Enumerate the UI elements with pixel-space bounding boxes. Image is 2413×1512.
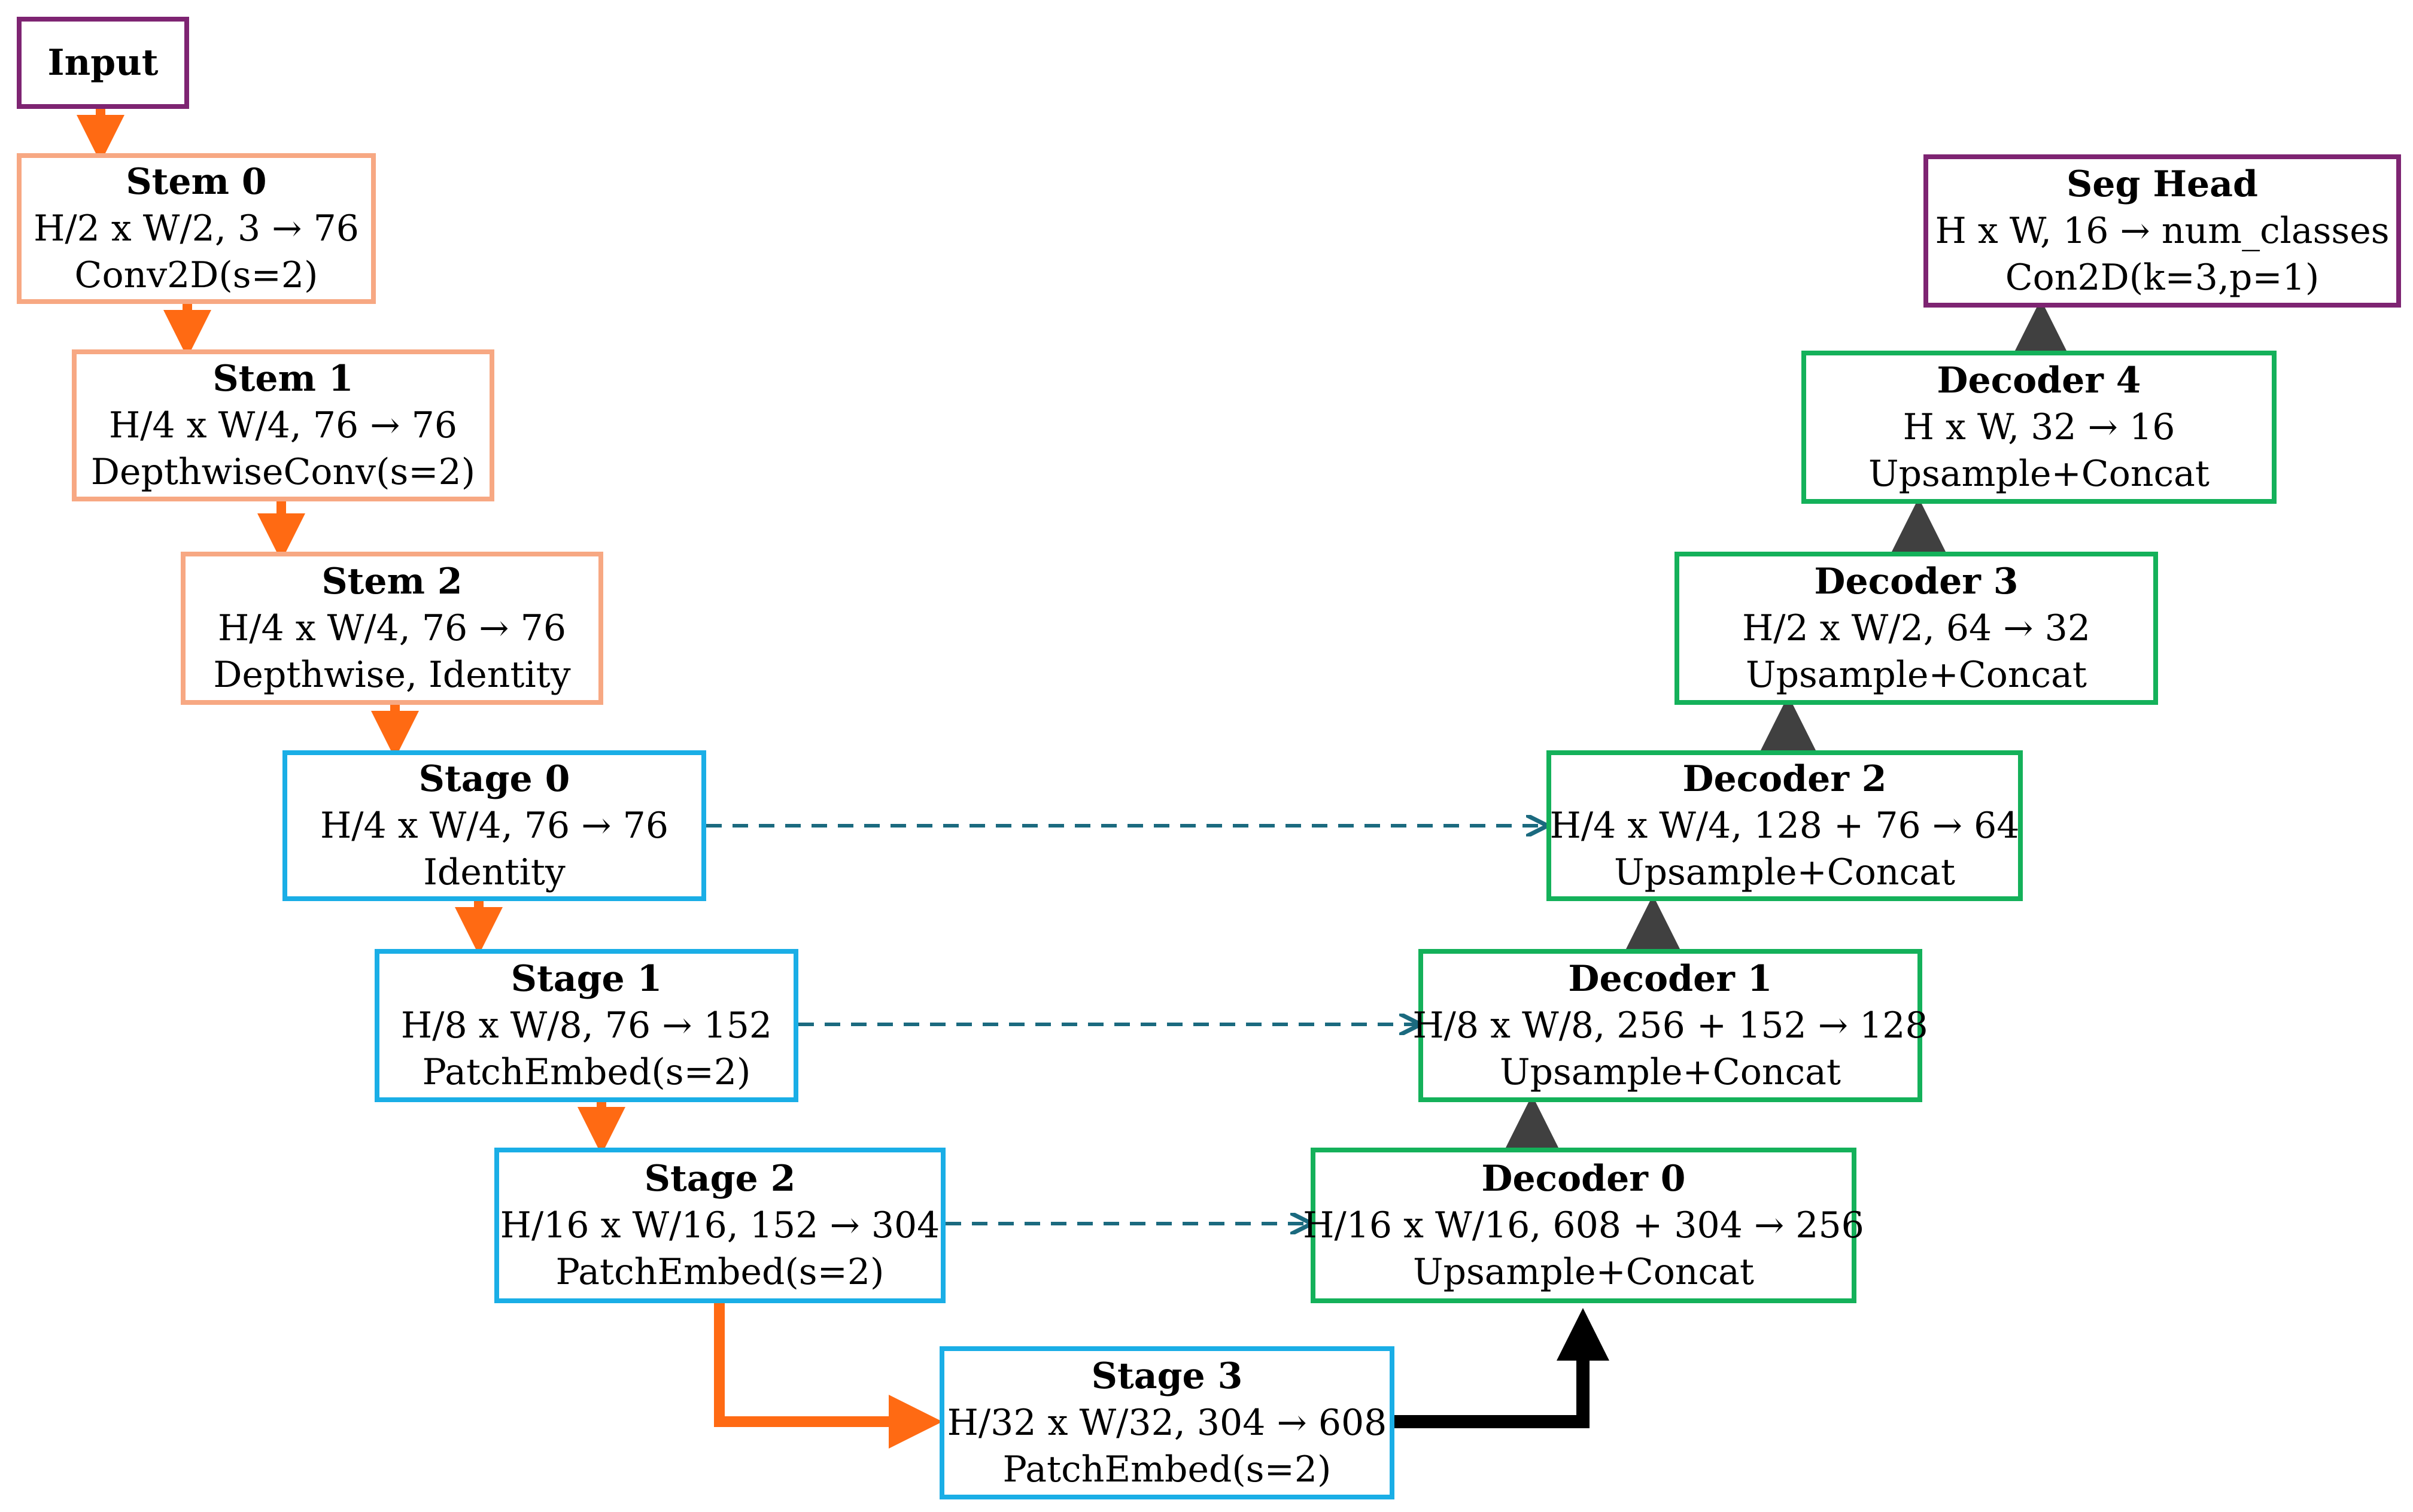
stage0-op: Identity bbox=[423, 851, 566, 893]
decoder3-shape: H/2 x W/2, 64 → 32 bbox=[1742, 607, 2090, 649]
decoder4-title: Decoder 4 bbox=[1937, 360, 2141, 401]
stage3-block: Stage 3 H/32 x W/32, 304 → 608 PatchEmbe… bbox=[940, 1346, 1394, 1499]
stage1-op: PatchEmbed(s=2) bbox=[422, 1051, 751, 1093]
stage3-title: Stage 3 bbox=[1091, 1355, 1243, 1397]
decoder1-block: Decoder 1 H/8 x W/8, 256 + 152 → 128 Ups… bbox=[1412, 949, 1928, 1102]
stage2-shape: H/16 x W/16, 152 → 304 bbox=[500, 1204, 940, 1246]
decoder4-block: Decoder 4 H x W, 32 → 16 Upsample+Concat bbox=[1801, 351, 2277, 504]
stage0-block: Stage 0 H/4 x W/4, 76 → 76 Identity bbox=[282, 750, 706, 901]
decoder3-title: Decoder 3 bbox=[1814, 561, 2019, 603]
decoder4-op: Upsample+Concat bbox=[1868, 453, 2210, 495]
stem2-shape: H/4 x W/4, 76 → 76 bbox=[217, 607, 566, 649]
arrow-stage2-stage3 bbox=[714, 1303, 943, 1449]
stem1-op: DepthwiseConv(s=2) bbox=[90, 451, 476, 493]
stage2-op: PatchEmbed(s=2) bbox=[555, 1251, 885, 1293]
decoder2-title: Decoder 2 bbox=[1682, 758, 1887, 800]
seghead-title: Seg Head bbox=[2066, 163, 2259, 205]
decoder0-block: Decoder 0 H/16 x W/16, 608 + 304 → 256 U… bbox=[1303, 1148, 1864, 1303]
decoder3-block: Decoder 3 H/2 x W/2, 64 → 32 Upsample+Co… bbox=[1674, 552, 2158, 705]
stage3-op: PatchEmbed(s=2) bbox=[1002, 1449, 1332, 1490]
seghead-block: Seg Head H x W, 16 → num_classes Con2D(k… bbox=[1923, 154, 2401, 308]
stem1-shape: H/4 x W/4, 76 → 76 bbox=[108, 404, 457, 446]
stem0-op: Conv2D(s=2) bbox=[74, 254, 318, 296]
arrow-stage3-decoder0 bbox=[1394, 1308, 1609, 1428]
decoder2-block: Decoder 2 H/4 x W/4, 128 + 76 → 64 Upsam… bbox=[1546, 750, 2023, 901]
decoder2-shape: H/4 x W/4, 128 + 76 → 64 bbox=[1549, 805, 2020, 847]
input-label: Input bbox=[47, 42, 159, 84]
stem2-block: Stem 2 H/4 x W/4, 76 → 76 Depthwise, Ide… bbox=[181, 552, 603, 705]
stage2-title: Stage 2 bbox=[644, 1158, 796, 1200]
stage0-title: Stage 0 bbox=[418, 758, 570, 800]
seghead-shape: H x W, 16 → num_classes bbox=[1935, 210, 2390, 252]
stem2-op: Depthwise, Identity bbox=[213, 654, 571, 696]
stage1-title: Stage 1 bbox=[510, 958, 662, 1000]
seghead-op: Con2D(k=3,p=1) bbox=[2005, 257, 2320, 299]
decoder1-op: Upsample+Concat bbox=[1500, 1051, 1841, 1093]
stem2-title: Stem 2 bbox=[321, 561, 463, 603]
stem0-block: Stem 0 H/2 x W/2, 3 → 76 Conv2D(s=2) bbox=[17, 153, 376, 304]
decoder4-shape: H x W, 32 → 16 bbox=[1903, 406, 2175, 448]
stem0-shape: H/2 x W/2, 3 → 76 bbox=[34, 208, 359, 250]
decoder1-title: Decoder 1 bbox=[1568, 958, 1773, 1000]
decoder0-op: Upsample+Concat bbox=[1413, 1251, 1754, 1293]
decoder1-shape: H/8 x W/8, 256 + 152 → 128 bbox=[1412, 1005, 1928, 1046]
stage1-shape: H/8 x W/8, 76 → 152 bbox=[400, 1005, 773, 1046]
decoder2-op: Upsample+Concat bbox=[1614, 851, 1955, 893]
input-node: Input bbox=[17, 17, 189, 109]
stage0-shape: H/4 x W/4, 76 → 76 bbox=[320, 805, 668, 847]
stem0-title: Stem 0 bbox=[126, 161, 267, 203]
stage3-shape: H/32 x W/32, 304 → 608 bbox=[947, 1402, 1387, 1444]
stem1-block: Stem 1 H/4 x W/4, 76 → 76 DepthwiseConv(… bbox=[72, 349, 494, 501]
stage2-block: Stage 2 H/16 x W/16, 152 → 304 PatchEmbe… bbox=[494, 1148, 946, 1303]
decoder0-shape: H/16 x W/16, 608 + 304 → 256 bbox=[1303, 1204, 1864, 1246]
stem1-title: Stem 1 bbox=[212, 358, 354, 400]
decoder3-op: Upsample+Concat bbox=[1746, 654, 2087, 696]
decoder0-title: Decoder 0 bbox=[1481, 1158, 1686, 1200]
stage1-block: Stage 1 H/8 x W/8, 76 → 152 PatchEmbed(s… bbox=[375, 949, 798, 1102]
